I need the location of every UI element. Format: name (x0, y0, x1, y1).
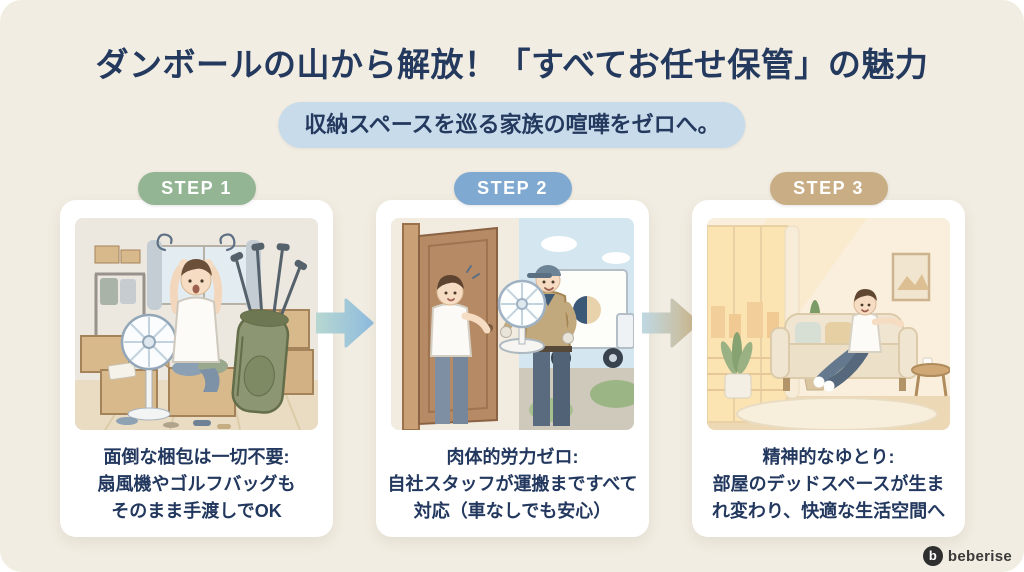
clothes-rack (94, 245, 146, 350)
caption-line: そのまま手渡しでOK (111, 501, 282, 521)
stressed-man (156, 233, 236, 363)
cloud (541, 236, 577, 252)
beberise-logo-icon: b (922, 546, 943, 566)
distress-squiggle (156, 233, 173, 252)
wall-picture-frame (891, 252, 931, 302)
cloud (602, 252, 630, 264)
sparkle-marks (466, 265, 480, 279)
caption-line: 部屋のデッドスペースが生ま (712, 474, 945, 494)
caption-line: 面倒な梱包は一切不要: (103, 447, 290, 467)
caption-line: れ変わり、快適な生活空間へ (711, 501, 946, 521)
step1-card: 面倒な梱包は一切不要: 扇風機やゴルフバッグも そのまま手渡しでOK (60, 200, 333, 537)
step3-caption: 精神的なゆとり: 部屋のデッドスペースが生ま れ変わり、快適な生活空間へ (698, 444, 959, 525)
brand-logo: b beberise (922, 546, 1012, 566)
step3-illustration (707, 218, 950, 430)
step2-badge: STEP 2 (453, 172, 572, 205)
floor-plant (720, 332, 753, 399)
caption-line: 自社スタッフが運搬まですべて (387, 474, 638, 494)
caption-line: 肉体的労力ゼロ: (446, 447, 579, 467)
step1-column: STEP 1 (60, 172, 333, 537)
side-table (911, 357, 950, 397)
page-title: ダンボールの山から解放！「すべてお任せ保管」の魅力 (95, 46, 929, 83)
step1-badge: STEP 1 (137, 172, 256, 205)
door-handover-scene (391, 218, 634, 430)
step2-illustration (391, 218, 634, 430)
cushion (795, 322, 821, 347)
caption-line: 精神的なゆとり: (762, 447, 895, 467)
caption-line: 扇風機やゴルフバッグも (97, 474, 296, 494)
distress-squiggle (219, 233, 236, 252)
step2-column: STEP 2 (376, 172, 649, 537)
step1-illustration (75, 218, 318, 430)
relaxed-man (813, 289, 905, 392)
step1-caption: 面倒な梱包は一切不要: 扇風機やゴルフバッグも そのまま手渡しでOK (66, 444, 327, 525)
step2-caption: 肉体的労力ゼロ: 自社スタッフが運搬まですべて 対応（車なしでも安心） (382, 444, 643, 525)
step3-badge: STEP 3 (769, 172, 888, 205)
scattered-items (116, 417, 231, 429)
subtitle-badge: 収納スペースを巡る家族の喧嘩をゼロへ。 (278, 102, 746, 148)
arrow-step1-to-step2 (316, 298, 374, 348)
step3-column: STEP 3 (692, 172, 965, 537)
rug (736, 397, 938, 430)
cushion (825, 322, 853, 347)
golf-bag (230, 242, 308, 414)
step3-card: 精神的なゆとり: 部屋のデッドスペースが生ま れ変わり、快適な生活空間へ (692, 200, 965, 537)
messy-room-scene (75, 218, 318, 430)
resident-man (429, 265, 491, 424)
arrow-step2-to-step3 (642, 298, 700, 348)
brand-logo-text: beberise (947, 547, 1012, 565)
step2-card: 肉体的労力ゼロ: 自社スタッフが運搬まですべて 対応（車なしでも安心） (376, 200, 649, 537)
tidy-living-room-scene (707, 218, 950, 430)
caption-line: 対応（車なしでも安心） (413, 501, 612, 521)
bush (590, 380, 634, 408)
handed-fan (497, 279, 547, 354)
